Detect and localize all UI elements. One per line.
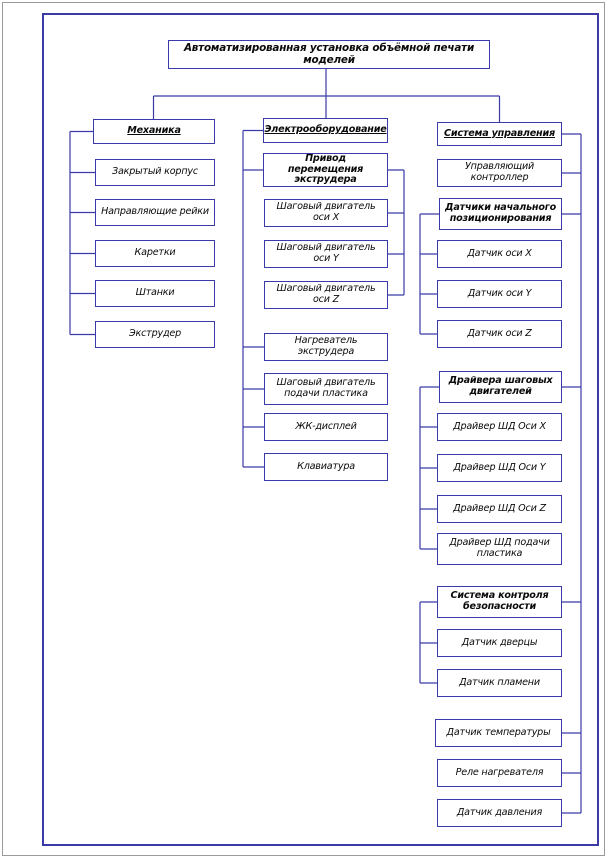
control-system-header-label: Система управления <box>444 127 555 139</box>
stepper-z-box: Шаговый двигатель оси Z <box>264 281 388 309</box>
stepper-drivers-group-header: Драйвера шаговых двигателей <box>439 371 562 403</box>
feed-stepper-box: Шаговый двигатель подачи пластика <box>264 373 388 405</box>
lcd-display-box: ЖК-дисплей <box>264 413 388 441</box>
driver-z-box: Драйвер ШД Оси Z <box>437 495 562 523</box>
drawing-frame <box>42 13 599 846</box>
sensor-z-box: Датчик оси Z <box>437 320 562 348</box>
flame-sensor-box: Датчик пламени <box>437 669 562 697</box>
mechanics-header: Механика <box>93 119 215 144</box>
stepper-y-box: Шаговый двигатель оси Y <box>264 240 388 268</box>
control-system-header: Система управления <box>437 122 562 146</box>
electrical-header-label: Электрооборудование <box>264 124 387 136</box>
temperature-sensor-box: Датчик температуры <box>435 719 562 747</box>
extruder-heater-box: Нагреватель экструдера <box>264 333 388 361</box>
safety-system-group-header: Система контроля безопасности <box>437 586 562 618</box>
mechanics-item-extruder: Экструдер <box>95 321 215 348</box>
mechanics-item-rails: Направляющие рейки <box>95 199 215 226</box>
sensor-y-box: Датчик оси Y <box>437 280 562 308</box>
homing-sensors-group-header: Датчики начального позиционирования <box>439 198 562 230</box>
mechanics-item-carriages: Каретки <box>95 240 215 267</box>
door-sensor-box: Датчик дверцы <box>437 629 562 657</box>
mechanics-item-rods: Штанки <box>95 280 215 307</box>
sensor-x-box: Датчик оси X <box>437 240 562 268</box>
heater-relay-box: Реле нагревателя <box>437 759 562 787</box>
diagram-title: Автоматизированная установка объёмной пе… <box>168 40 490 69</box>
driver-feed-box: Драйвер ШД подачи пластика <box>437 533 562 565</box>
electrical-header: Электрооборудование <box>263 118 388 143</box>
pressure-sensor-box: Датчик давления <box>437 799 562 827</box>
main-controller-box: Управляющий контроллер <box>437 159 562 187</box>
keyboard-box: Клавиатура <box>264 453 388 481</box>
extruder-drive-group-header: Привод перемещения экструдера <box>263 153 388 187</box>
driver-y-box: Драйвер ШД Оси Y <box>437 454 562 482</box>
stepper-x-box: Шаговый двигатель оси X <box>264 199 388 227</box>
driver-x-box: Драйвер ШД Оси X <box>437 413 562 441</box>
mechanics-item-enclosure: Закрытый корпус <box>95 159 215 186</box>
mechanics-header-label: Механика <box>127 125 181 137</box>
